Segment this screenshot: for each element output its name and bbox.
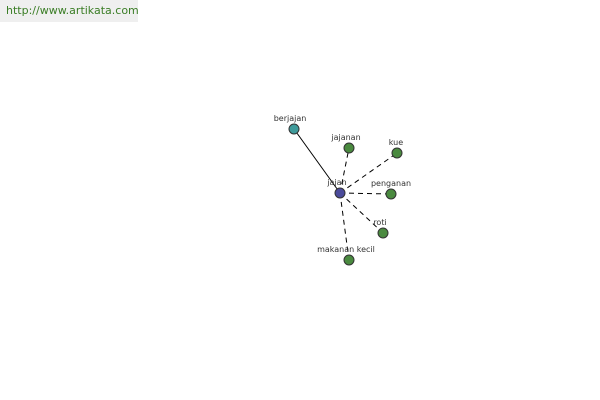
node-label-kue[interactable]: kue xyxy=(389,138,403,147)
node-label-penganan[interactable]: penganan xyxy=(371,179,411,188)
edge-penganan xyxy=(339,192,392,195)
node-penganan[interactable] xyxy=(385,188,397,200)
edge-jajanan xyxy=(339,147,350,194)
graph-edges xyxy=(293,128,398,261)
graph-nodes xyxy=(288,123,403,266)
node-jajanan[interactable] xyxy=(343,142,355,154)
edge-makanan-kecil xyxy=(339,192,350,261)
source-link[interactable]: http://www.artikata.com xyxy=(6,4,139,17)
node-label-jajan[interactable]: jajan xyxy=(326,178,346,187)
node-roti[interactable] xyxy=(377,227,389,239)
node-kue[interactable] xyxy=(391,147,403,159)
graph-labels: berjajan jajanan kue penganan roti makanan ke… xyxy=(274,114,411,254)
edge-roti xyxy=(339,192,384,234)
node-jajan[interactable] xyxy=(334,187,346,199)
edge-kue xyxy=(339,152,398,194)
node-berjajan[interactable] xyxy=(288,123,300,135)
node-label-jajanan[interactable]: jajanan xyxy=(330,133,360,142)
node-label-makanan-kecil[interactable]: makanan kecil xyxy=(317,245,375,254)
edge-berjajan xyxy=(293,128,341,194)
node-label-berjajan[interactable]: berjajan xyxy=(274,114,307,123)
source-banner: http://www.artikata.com xyxy=(0,0,139,22)
node-label-roti[interactable]: roti xyxy=(373,218,386,227)
node-makanan-kecil[interactable] xyxy=(343,254,355,266)
